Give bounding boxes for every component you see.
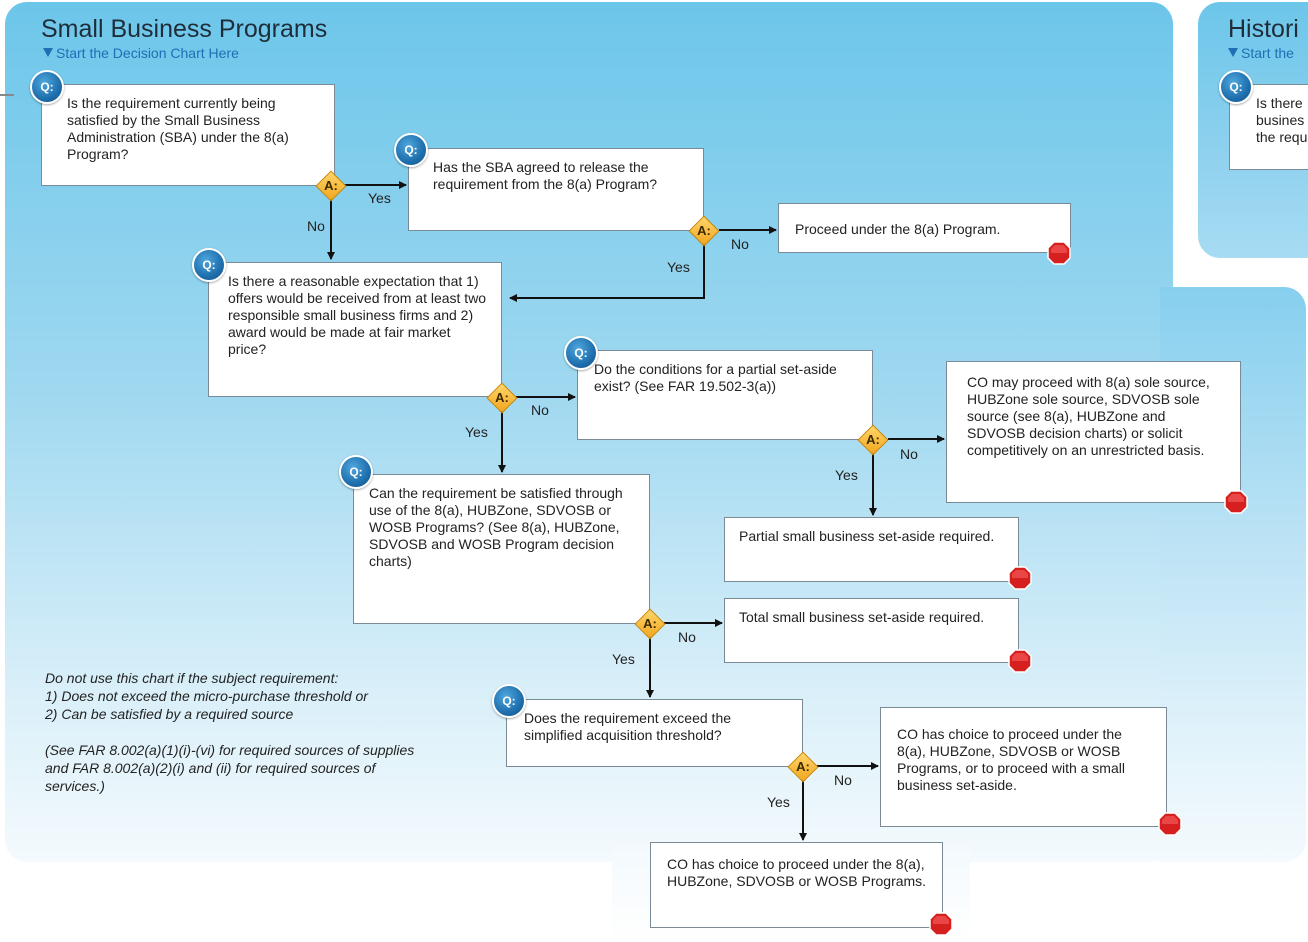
question-box-q1: Is the requirement currently being satis… [41,84,335,186]
outcome-box-o2: CO may proceed with 8(a) sole source, HU… [946,361,1241,503]
outcome-box-o6: CO has choice to proceed under the 8(a),… [650,842,943,928]
triangle-down-icon [1228,48,1238,57]
historic-start-link-label: Start the [1241,45,1294,61]
label-q6-yes: Yes [767,794,790,810]
historic-question-text: Is there busines the requ [1256,95,1308,145]
answer-icon-a5: A: [634,608,666,640]
usage-note-line3: 2) Can be satisfied by a required source [45,706,294,722]
question-text-q6: Does the requirement exceed the simplifi… [524,710,732,743]
label-q4-no: No [900,446,918,462]
answer-icon-a4: A: [857,424,889,456]
label-q6-no: No [834,772,852,788]
outcome-text-o2: CO may proceed with 8(a) sole source, HU… [967,374,1210,458]
answer-icon-a3: A: [486,382,518,414]
outcome-box-o1: Proceed under the 8(a) Program. [778,203,1071,253]
stop-sign-icon [1158,812,1182,836]
question-box-q3: Is there a reasonable expectation that 1… [208,262,502,397]
question-text-q3: Is there a reasonable expectation that 1… [228,273,487,357]
outcome-text-o1: Proceed under the 8(a) Program. [795,221,1001,237]
usage-note-line2: 1) Does not exceed the micro-purchase th… [45,688,368,704]
stop-sign-icon [929,912,953,936]
outcome-text-o3: Partial small business set-aside require… [739,528,995,544]
question-box-q6: Does the requirement exceed the simplifi… [506,699,803,767]
outcome-text-o6: CO has choice to proceed under the 8(a),… [667,856,927,889]
outcome-text-o5: CO has choice to proceed under the 8(a),… [897,726,1125,793]
question-text-q1: Is the requirement currently being satis… [67,95,289,162]
usage-note-line4: (See FAR 8.002(a)(1)(i)-(vi) for require… [45,742,415,794]
outcome-box-o4: Total small business set-aside required. [724,598,1019,663]
question-text-q2: Has the SBA agreed to release the requir… [433,159,658,192]
outcome-text-o4: Total small business set-aside required. [739,609,985,625]
question-icon-q6: Q: [492,684,526,718]
outcome-box-o3: Partial small business set-aside require… [724,517,1019,582]
label-q2-no: No [731,236,749,252]
label-q4-yes: Yes [835,467,858,483]
question-text-q5: Can the requirement be satisfied through… [369,485,623,569]
outcome-box-o5: CO has choice to proceed under the 8(a),… [880,707,1167,827]
stop-sign-icon [1008,649,1032,673]
answer-icon-a6: A: [787,751,819,783]
question-text-q4: Do the conditions for a partial set-asid… [594,361,837,394]
stop-sign-icon [1008,566,1032,590]
label-q5-yes: Yes [612,651,635,667]
label-q3-no: No [531,402,549,418]
usage-note: Do not use this chart if the subject req… [45,669,425,795]
question-box-q4: Do the conditions for a partial set-asid… [577,350,873,440]
label-q5-no: No [678,629,696,645]
question-icon: Q: [1219,70,1253,104]
page-title: Small Business Programs [41,15,328,43]
answer-icon-a2: A: [688,215,720,247]
question-icon-q2: Q: [394,133,428,167]
question-icon-q3: Q: [192,248,226,282]
label-q3-yes: Yes [465,424,488,440]
label-q1-no: No [307,218,325,234]
label-q2-yes: Yes [667,259,690,275]
stop-sign-icon [1224,490,1248,514]
question-icon-q1: Q: [30,70,64,104]
answer-icon-a1: A: [315,170,347,202]
triangle-down-icon [43,48,53,57]
question-icon-q4: Q: [564,336,598,370]
usage-note-line1: Do not use this chart if the subject req… [45,670,339,686]
edge-q2-yes [509,244,705,302]
question-box-q5: Can the requirement be satisfied through… [353,474,650,624]
label-q1-yes: Yes [368,190,391,206]
historic-start-link[interactable]: Start the [1228,45,1294,61]
question-icon-q5: Q: [339,455,373,489]
stop-sign-icon [1047,241,1071,265]
start-link-label: Start the Decision Chart Here [56,45,239,61]
historic-panel-title: Histori [1228,15,1299,43]
question-box-q2: Has the SBA agreed to release the requir… [408,148,704,231]
start-link[interactable]: Start the Decision Chart Here [43,45,239,61]
